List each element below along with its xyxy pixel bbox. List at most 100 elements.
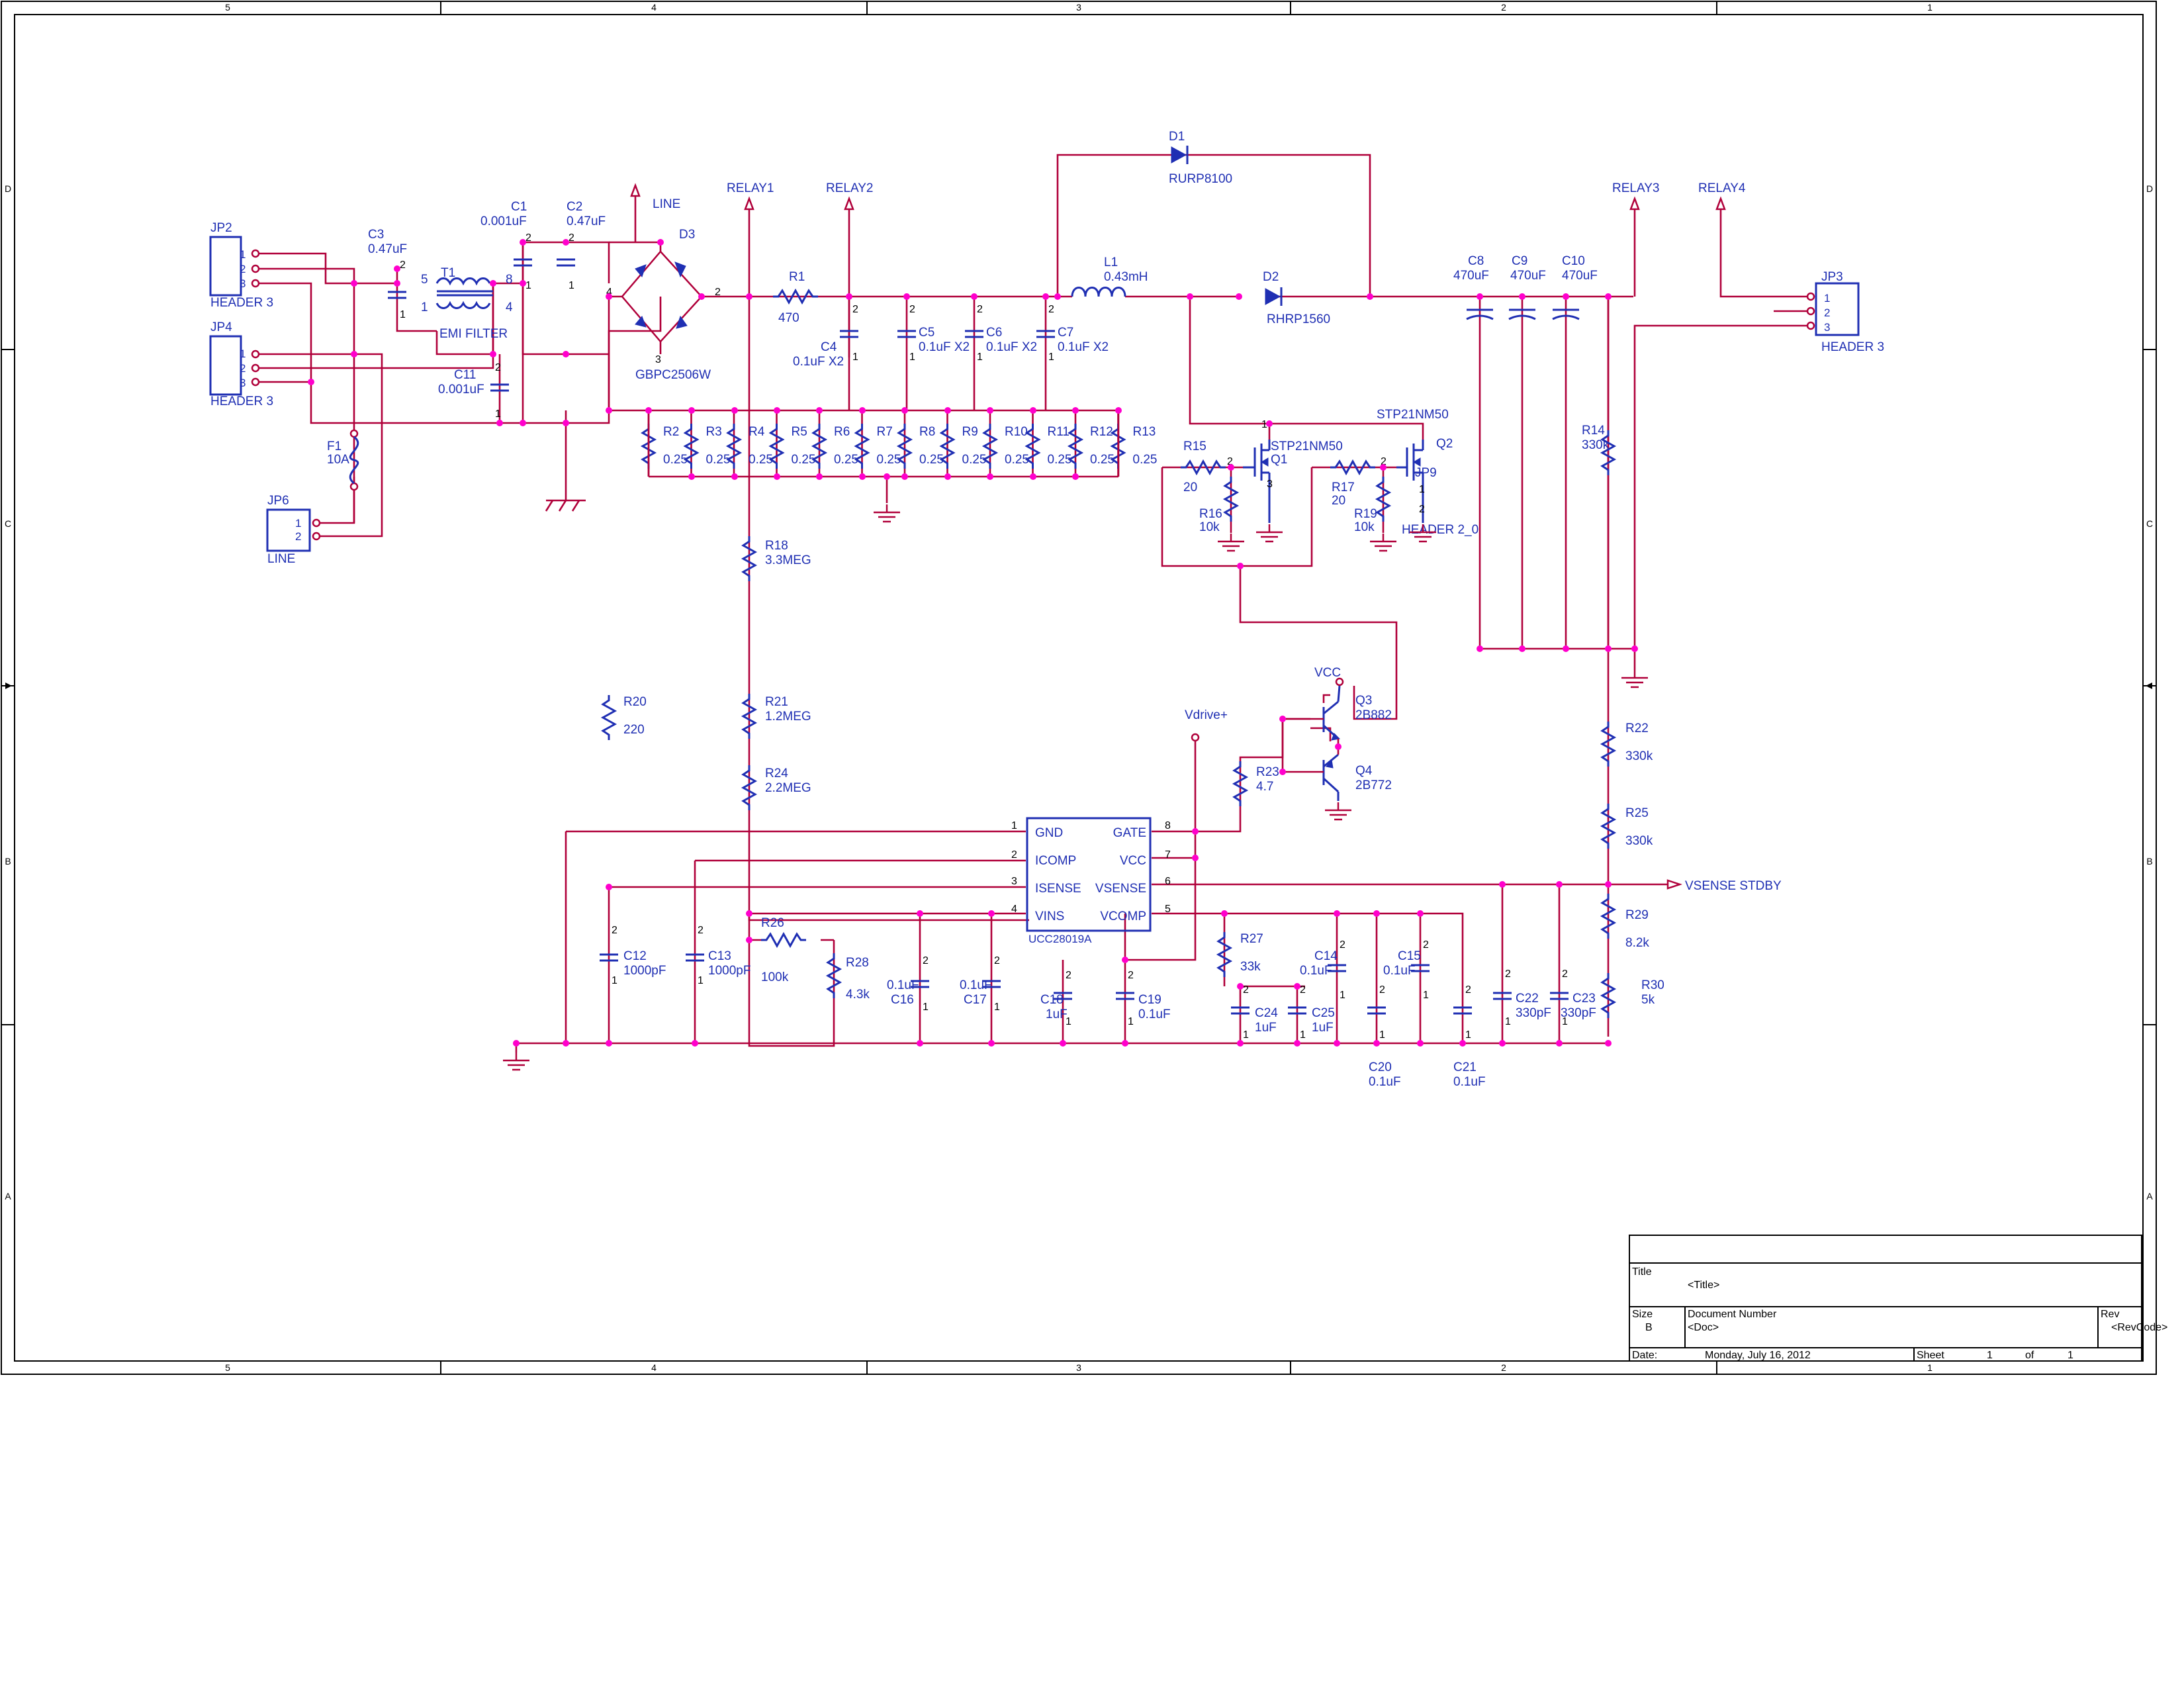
r27-ref: R27 xyxy=(1240,932,1263,946)
d3-value: GBPC2506W xyxy=(635,368,711,382)
junction-dot xyxy=(1563,293,1569,300)
document-number-value: <Doc> xyxy=(1688,1322,1719,1333)
c9-value: 470uF xyxy=(1510,269,1546,283)
q4-ref: Q4 xyxy=(1355,764,1373,778)
capacitor-c15: 2 1 C15 0.1uF xyxy=(1383,939,1431,1001)
l1-ref: L1 xyxy=(1104,256,1118,269)
junction-dot xyxy=(987,407,993,414)
c7-ref: C7 xyxy=(1058,326,1073,340)
junction-dot xyxy=(1072,473,1079,480)
ic-pin-8-num: 8 xyxy=(1165,820,1171,831)
q2-value: STP21NM50 xyxy=(1377,408,1449,422)
d3-ref: D3 xyxy=(679,228,695,242)
r23-value: 4.7 xyxy=(1256,780,1273,794)
zone-col-1-bottom: 1 xyxy=(1927,1362,1933,1373)
capacitor-c25: 2 1 C25 1uF xyxy=(1287,984,1335,1041)
r19-value: 10k xyxy=(1354,520,1375,534)
junction-dot xyxy=(606,407,612,414)
zone-row-a-left: A xyxy=(5,1191,11,1201)
junction-dot xyxy=(1417,910,1424,917)
q2-ref: Q2 xyxy=(1436,437,1453,451)
c24-ref: C24 xyxy=(1255,1006,1278,1020)
junction-dot xyxy=(1266,420,1273,427)
d1-ref: D1 xyxy=(1169,130,1185,144)
c4-ref: C4 xyxy=(821,340,837,354)
zone-row-b-right: B xyxy=(2146,856,2152,867)
junction-dot xyxy=(1237,1040,1244,1047)
resistor-r18: R18 3.3MEG xyxy=(742,535,811,583)
c14-ref: C14 xyxy=(1314,949,1338,963)
junction-dot xyxy=(731,407,738,414)
junction-dot xyxy=(1335,743,1342,750)
d1-value: RURP8100 xyxy=(1169,172,1232,186)
r14-ref: R14 xyxy=(1582,424,1605,438)
ic-pin-4-num: 4 xyxy=(1011,904,1017,915)
junction-dot xyxy=(1072,407,1079,414)
c23-value: 330pF xyxy=(1561,1006,1596,1020)
r29-ref: R29 xyxy=(1625,908,1649,922)
capacitor-c24: 2 1 C24 1uF xyxy=(1230,984,1278,1041)
zone-col-4-bottom: 4 xyxy=(651,1362,657,1373)
junction-dot xyxy=(1279,769,1286,775)
junction-dot xyxy=(1054,293,1061,300)
d2-ref: D2 xyxy=(1263,270,1279,284)
c25-ref: C25 xyxy=(1312,1006,1335,1020)
junction-dot xyxy=(1334,1040,1340,1047)
junction-dot xyxy=(774,473,780,480)
jp6-ref: JP6 xyxy=(267,494,289,508)
zone-row-b-left: B xyxy=(5,856,11,867)
junction-dot xyxy=(490,280,496,287)
junction-dot xyxy=(917,1040,923,1047)
junction-dot xyxy=(988,1040,995,1047)
c25-value: 1uF xyxy=(1312,1021,1334,1035)
junction-dot xyxy=(563,239,569,246)
l1-value: 0.43mH xyxy=(1104,270,1148,284)
q1-pin-3: 3 xyxy=(1267,479,1273,490)
junction-dot xyxy=(563,351,569,357)
date-label: Date: xyxy=(1632,1350,1657,1361)
r25-value: 330k xyxy=(1625,834,1653,848)
jp2-pin-2: 2 xyxy=(240,263,246,275)
c21-pin-1: 1 xyxy=(1465,1029,1471,1041)
junction-dot xyxy=(1373,910,1380,917)
c3-value: 0.47uF xyxy=(368,242,407,256)
junction-dot xyxy=(1367,293,1373,300)
c7-value: 0.1uF X2 xyxy=(1058,340,1109,354)
c2-value: 0.47uF xyxy=(567,214,606,228)
jp3-pin-2: 2 xyxy=(1824,306,1830,319)
sense-resistor: R30.25 xyxy=(684,410,730,477)
vcc-label: VCC xyxy=(1314,666,1341,680)
junction-dot xyxy=(816,473,823,480)
junction-dot xyxy=(520,239,526,246)
junction-dot xyxy=(1060,1040,1066,1047)
of-value: 1 xyxy=(2068,1350,2073,1361)
controller-capacitors: 2 1 C12 1000pF 2 1 C13 1000pF 2 1 0.1uF … xyxy=(598,925,1596,1089)
junction-dot xyxy=(1042,293,1049,300)
date-value: Monday, July 16, 2012 xyxy=(1705,1350,1811,1361)
sense-resistor-value: 0.25 xyxy=(1005,453,1029,467)
c1-pin-1: 1 xyxy=(525,280,531,291)
c5-ref: C5 xyxy=(919,326,934,340)
junction-dot xyxy=(657,239,664,246)
sense-resistor-ref: R4 xyxy=(749,425,765,439)
junction-dot xyxy=(903,293,910,300)
q1-ref: Q1 xyxy=(1271,453,1287,467)
resistor-r20: R20 220 xyxy=(602,694,647,741)
r16-value: 10k xyxy=(1199,520,1220,534)
c12-value: 1000pF xyxy=(623,964,666,978)
c16-pin-1: 1 xyxy=(923,1002,929,1013)
vdrive-label: Vdrive+ xyxy=(1185,708,1228,722)
c25-pin-1: 1 xyxy=(1300,1029,1306,1041)
r24-ref: R24 xyxy=(765,767,788,780)
zone-col-2-bottom: 2 xyxy=(1501,1362,1506,1373)
junction-dot xyxy=(901,407,908,414)
c13-pin-1: 1 xyxy=(698,975,704,986)
vsense-stdby-label: VSENSE STDBY xyxy=(1685,879,1782,893)
c3-pin-2: 2 xyxy=(400,259,406,271)
junction-dot xyxy=(1380,464,1387,471)
jp9-pin-1: 1 xyxy=(1419,484,1425,495)
jp2-header: JP2 HEADER 3 1 2 3 xyxy=(209,221,273,310)
r18-value: 3.3MEG xyxy=(765,553,811,567)
junction-dot xyxy=(1417,1040,1424,1047)
f1-value: 10A xyxy=(327,453,349,467)
